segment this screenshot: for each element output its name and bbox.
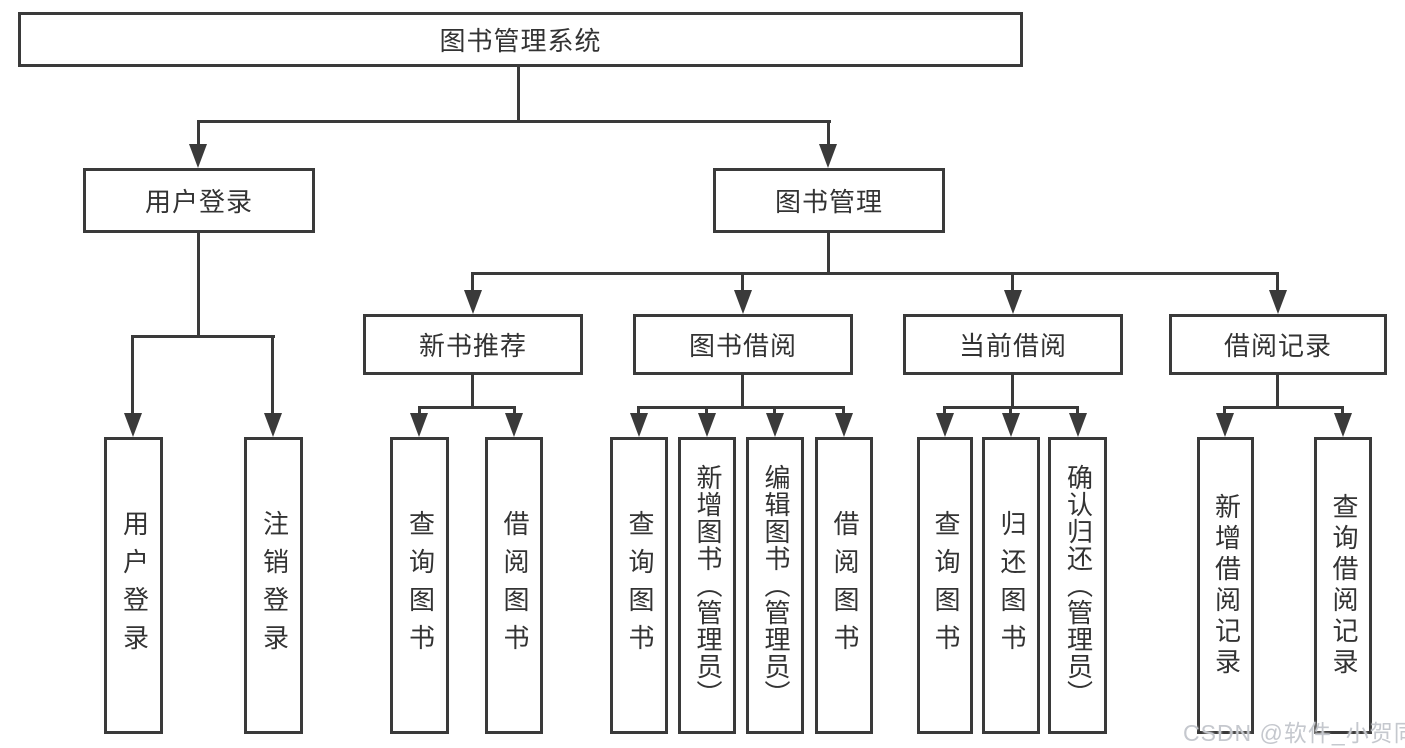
- connector-line: [773, 406, 776, 416]
- node-label: 新增借阅记录: [1211, 492, 1242, 679]
- arrowhead-down-icon: [264, 413, 282, 437]
- node-user-login-branch: 用户登录: [83, 168, 315, 233]
- connector-line: [418, 406, 516, 409]
- leaf-query-books-borrowing: 查询图书: [610, 437, 668, 734]
- node-library-system: 图书管理系统: [18, 12, 1023, 67]
- arrowhead-down-icon: [189, 144, 207, 168]
- node-new-book-recommend: 新书推荐: [363, 314, 583, 375]
- connector-line: [827, 120, 830, 146]
- connector-line: [1341, 406, 1344, 416]
- connector-line: [637, 406, 845, 409]
- connector-line: [1011, 375, 1014, 408]
- connector-line: [827, 233, 830, 274]
- node-label: 借阅记录: [1223, 331, 1332, 361]
- node-label: 查询借阅记录: [1328, 492, 1359, 679]
- node-label: 查询图书: [624, 509, 655, 662]
- connector-line: [1276, 272, 1279, 292]
- leaf-query-borrow-record: 查询借阅记录: [1314, 437, 1372, 734]
- connector-line: [197, 120, 831, 123]
- node-borrowing-records: 借阅记录: [1169, 314, 1387, 375]
- node-label: 归还图书: [996, 509, 1027, 662]
- leaf-edit-books-admin: 编辑图书（管理员）: [746, 437, 804, 734]
- arrowhead-down-icon: [698, 413, 716, 437]
- connector-line: [418, 406, 421, 416]
- arrowhead-down-icon: [1216, 413, 1234, 437]
- arrowhead-down-icon: [819, 144, 837, 168]
- connector-line: [1223, 406, 1344, 409]
- arrowhead-down-icon: [1069, 413, 1087, 437]
- csdn-watermark: CSDN @软件_小贺同学: [1183, 720, 1405, 746]
- leaf-borrow-books: 借阅图书: [815, 437, 873, 734]
- connector-line: [1276, 375, 1279, 408]
- leaf-query-books-recommend: 查询图书: [390, 437, 449, 734]
- connector-line: [1009, 406, 1012, 416]
- node-label: 新增图书（管理员）: [692, 464, 723, 707]
- connector-line: [705, 406, 708, 416]
- connector-line: [131, 335, 134, 415]
- node-book-borrowing: 图书借阅: [633, 314, 853, 375]
- leaf-logout: 注销登录: [244, 437, 303, 734]
- connector-line: [943, 406, 946, 416]
- node-label: 图书管理系统: [439, 26, 602, 56]
- node-label: 确认归还（管理员）: [1063, 464, 1094, 707]
- node-label: 用户登录: [144, 187, 253, 217]
- arrowhead-down-icon: [124, 413, 142, 437]
- arrowhead-down-icon: [505, 413, 523, 437]
- connector-line: [741, 375, 744, 408]
- connector-line: [197, 120, 200, 146]
- arrowhead-down-icon: [766, 413, 784, 437]
- arrowhead-down-icon: [1002, 413, 1020, 437]
- arrowhead-down-icon: [835, 413, 853, 437]
- node-label: 当前借阅: [958, 331, 1067, 361]
- connector-line: [1223, 406, 1226, 416]
- leaf-confirm-return-admin: 确认归还（管理员）: [1048, 437, 1107, 734]
- connector-line: [271, 335, 274, 415]
- arrowhead-down-icon: [464, 290, 482, 314]
- node-label: 图书借阅: [688, 331, 797, 361]
- connector-line: [517, 67, 520, 121]
- connector-line: [471, 375, 474, 408]
- node-label: 查询图书: [405, 509, 436, 662]
- connector-line: [637, 406, 640, 416]
- arrowhead-down-icon: [1334, 413, 1352, 437]
- connector-line: [197, 233, 200, 336]
- connector-line: [471, 272, 474, 292]
- leaf-add-books-admin: 新增图书（管理员）: [678, 437, 736, 734]
- node-current-borrowing: 当前借阅: [903, 314, 1123, 375]
- leaf-query-books-current: 查询图书: [917, 437, 973, 734]
- connector-line: [842, 406, 845, 416]
- arrowhead-down-icon: [936, 413, 954, 437]
- connector-line: [513, 406, 516, 416]
- arrowhead-down-icon: [410, 413, 428, 437]
- node-label: 注销登录: [259, 509, 290, 662]
- connector-line: [741, 272, 744, 292]
- connector-line: [471, 272, 1279, 275]
- node-label: 查询图书: [930, 509, 961, 662]
- node-label: 图书管理: [774, 187, 883, 217]
- connector-line: [1076, 406, 1079, 416]
- leaf-user-login: 用户登录: [104, 437, 163, 734]
- arrowhead-down-icon: [1004, 290, 1022, 314]
- node-label: 编辑图书（管理员）: [760, 464, 791, 707]
- node-label: 新书推荐: [418, 331, 527, 361]
- node-book-management: 图书管理: [713, 168, 945, 233]
- leaf-borrow-books-recommend: 借阅图书: [485, 437, 543, 734]
- node-label: 借阅图书: [829, 509, 860, 662]
- arrowhead-down-icon: [1269, 290, 1287, 314]
- node-label: 用户登录: [119, 509, 150, 662]
- connector-line: [131, 335, 275, 338]
- leaf-return-books: 归还图书: [982, 437, 1040, 734]
- leaf-add-borrow-record: 新增借阅记录: [1197, 437, 1254, 734]
- connector-line: [1011, 272, 1014, 292]
- node-label: 借阅图书: [499, 509, 530, 662]
- arrowhead-down-icon: [734, 290, 752, 314]
- arrowhead-down-icon: [630, 413, 648, 437]
